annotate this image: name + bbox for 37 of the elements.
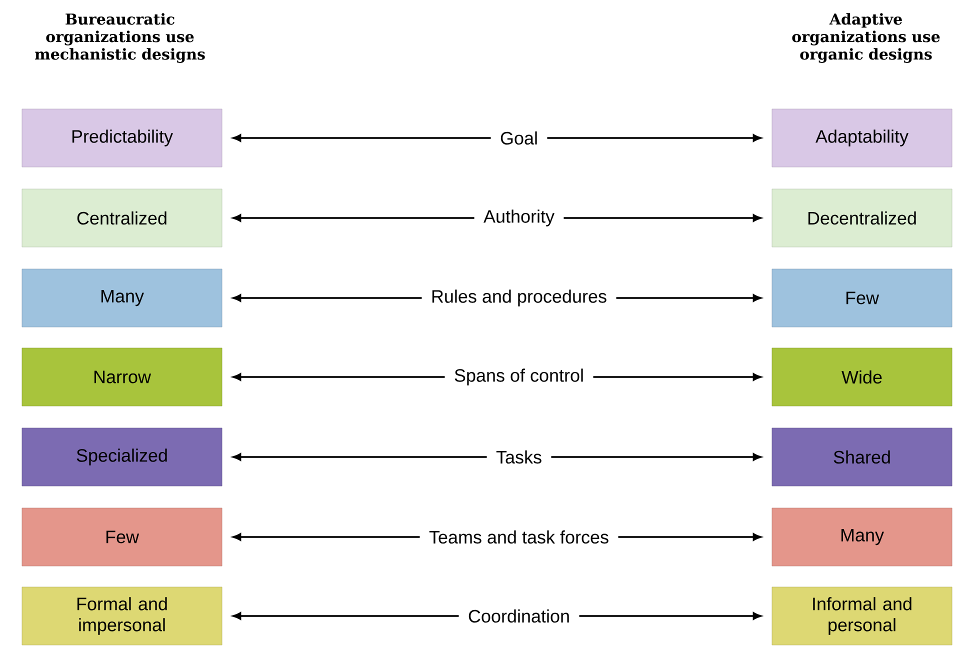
arrow xyxy=(616,294,762,302)
attribute-box: Decentralized xyxy=(772,188,952,248)
row-label: Coordination xyxy=(468,609,569,623)
arrow xyxy=(232,373,445,381)
arrow xyxy=(618,533,762,541)
column-heading: Bureaucratic organizations use mechanistic designs xyxy=(35,13,205,63)
arrow xyxy=(232,453,487,461)
attribute-box: Shared xyxy=(772,428,952,486)
attribute-box: Few xyxy=(22,508,222,566)
attribute-box: Informal and personal xyxy=(772,586,952,646)
row-label: Spans of control xyxy=(454,368,583,386)
row-label: Authority xyxy=(484,210,554,226)
arrow xyxy=(547,134,762,142)
arrow xyxy=(232,214,474,222)
row-label: Teams and task forces xyxy=(429,530,608,544)
arrow xyxy=(593,373,762,381)
arrow xyxy=(579,612,762,620)
attribute-box: Many xyxy=(772,508,952,566)
row-label: Rules and procedures xyxy=(432,290,606,306)
arrow xyxy=(232,134,491,142)
row-label: Goal xyxy=(500,131,537,145)
attribute-box: Specialized xyxy=(22,428,222,486)
attribute-box: Many xyxy=(22,268,222,328)
arrow xyxy=(232,612,459,620)
row-label: Tasks xyxy=(496,450,542,464)
column-heading: Adaptive organizations use organic designs xyxy=(792,13,940,63)
attribute-box: Wide xyxy=(772,348,952,406)
arrow xyxy=(232,533,420,541)
arrow xyxy=(232,294,422,302)
arrow xyxy=(564,214,762,222)
arrow xyxy=(551,453,762,461)
attribute-box: Predictability xyxy=(22,108,222,168)
attribute-box: Narrow xyxy=(22,348,222,406)
attribute-box: Adaptability xyxy=(772,108,952,168)
attribute-box: Formal and impersonal xyxy=(22,586,222,646)
attribute-box: Centralized xyxy=(22,188,222,248)
attribute-box: Few xyxy=(772,268,952,328)
